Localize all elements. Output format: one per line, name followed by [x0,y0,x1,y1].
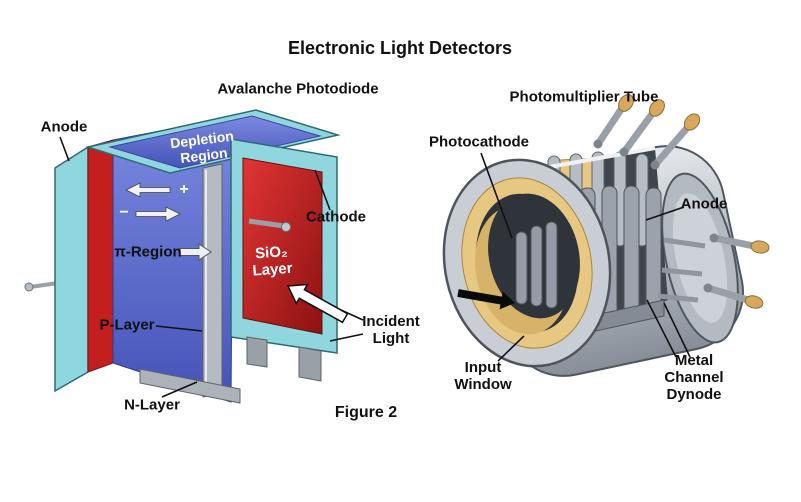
input-window-label: Input Window [454,359,512,393]
apd-label-lines [59,136,364,398]
avalanche-photodiode-graphic [24,109,364,404]
apd-n-layer-bar [139,368,241,404]
pmt-input-arrow [457,289,515,310]
photocathode-label: Photocathode [429,133,529,151]
apd-anode-layer [54,145,89,393]
pmt-pins [593,94,770,309]
pmt-anode-label: Anode [680,195,728,213]
apd-feet [246,336,322,382]
incident-light-label: Incident Light [362,313,420,347]
plus-label: + [179,181,189,199]
pmt-support-rods [657,237,706,303]
apd-anode-lead [24,281,59,292]
incident-label-line-2 [329,333,364,342]
apd-depletion-face [108,115,322,169]
cathode-label: Cathode [306,208,366,226]
photomultiplier-tube-graphic [442,94,770,377]
input-window-label-line [497,335,525,362]
pi-region-arrow [179,243,212,261]
pmt-anode-label-line [645,206,685,221]
dynode-label-line-1 [646,299,677,358]
pmt-title: Photomultiplier Tube [509,88,659,106]
dynode-label-line-2 [663,302,691,358]
minus-arrow [135,206,181,222]
metal-channel-dynode-label: Metal Channel Dynode [664,351,724,403]
anode-label-line [59,136,70,162]
minus-label: − [119,204,129,222]
n-layer-label: N-Layer [124,396,180,414]
photocathode-label-line [480,152,513,239]
incident-light-arrow [286,283,349,324]
figure-caption: Figure 2 [334,404,398,422]
apd-cathode-lead [248,218,291,232]
plus-arrow [125,182,171,198]
apd-title: Avalanche Photodiode [217,80,379,98]
p-layer-label-line [155,325,203,332]
p-layer-label: P-Layer [99,316,155,334]
pmt-label-lines [480,152,691,362]
apd-anode-label: Anode [40,118,88,136]
cathode-label-line [314,169,331,211]
page-title: Electronic Light Detectors [287,37,513,58]
sio2-layer-label: SiO₂ Layer [251,243,294,280]
apd-red-layer [87,139,114,373]
apd-guard-bar [202,163,223,398]
n-layer-label-line [161,381,198,398]
pi-region-label: π-Region [114,243,182,261]
incident-label-line-1 [340,309,364,321]
pmt-dynodes-through-opening [515,221,558,309]
